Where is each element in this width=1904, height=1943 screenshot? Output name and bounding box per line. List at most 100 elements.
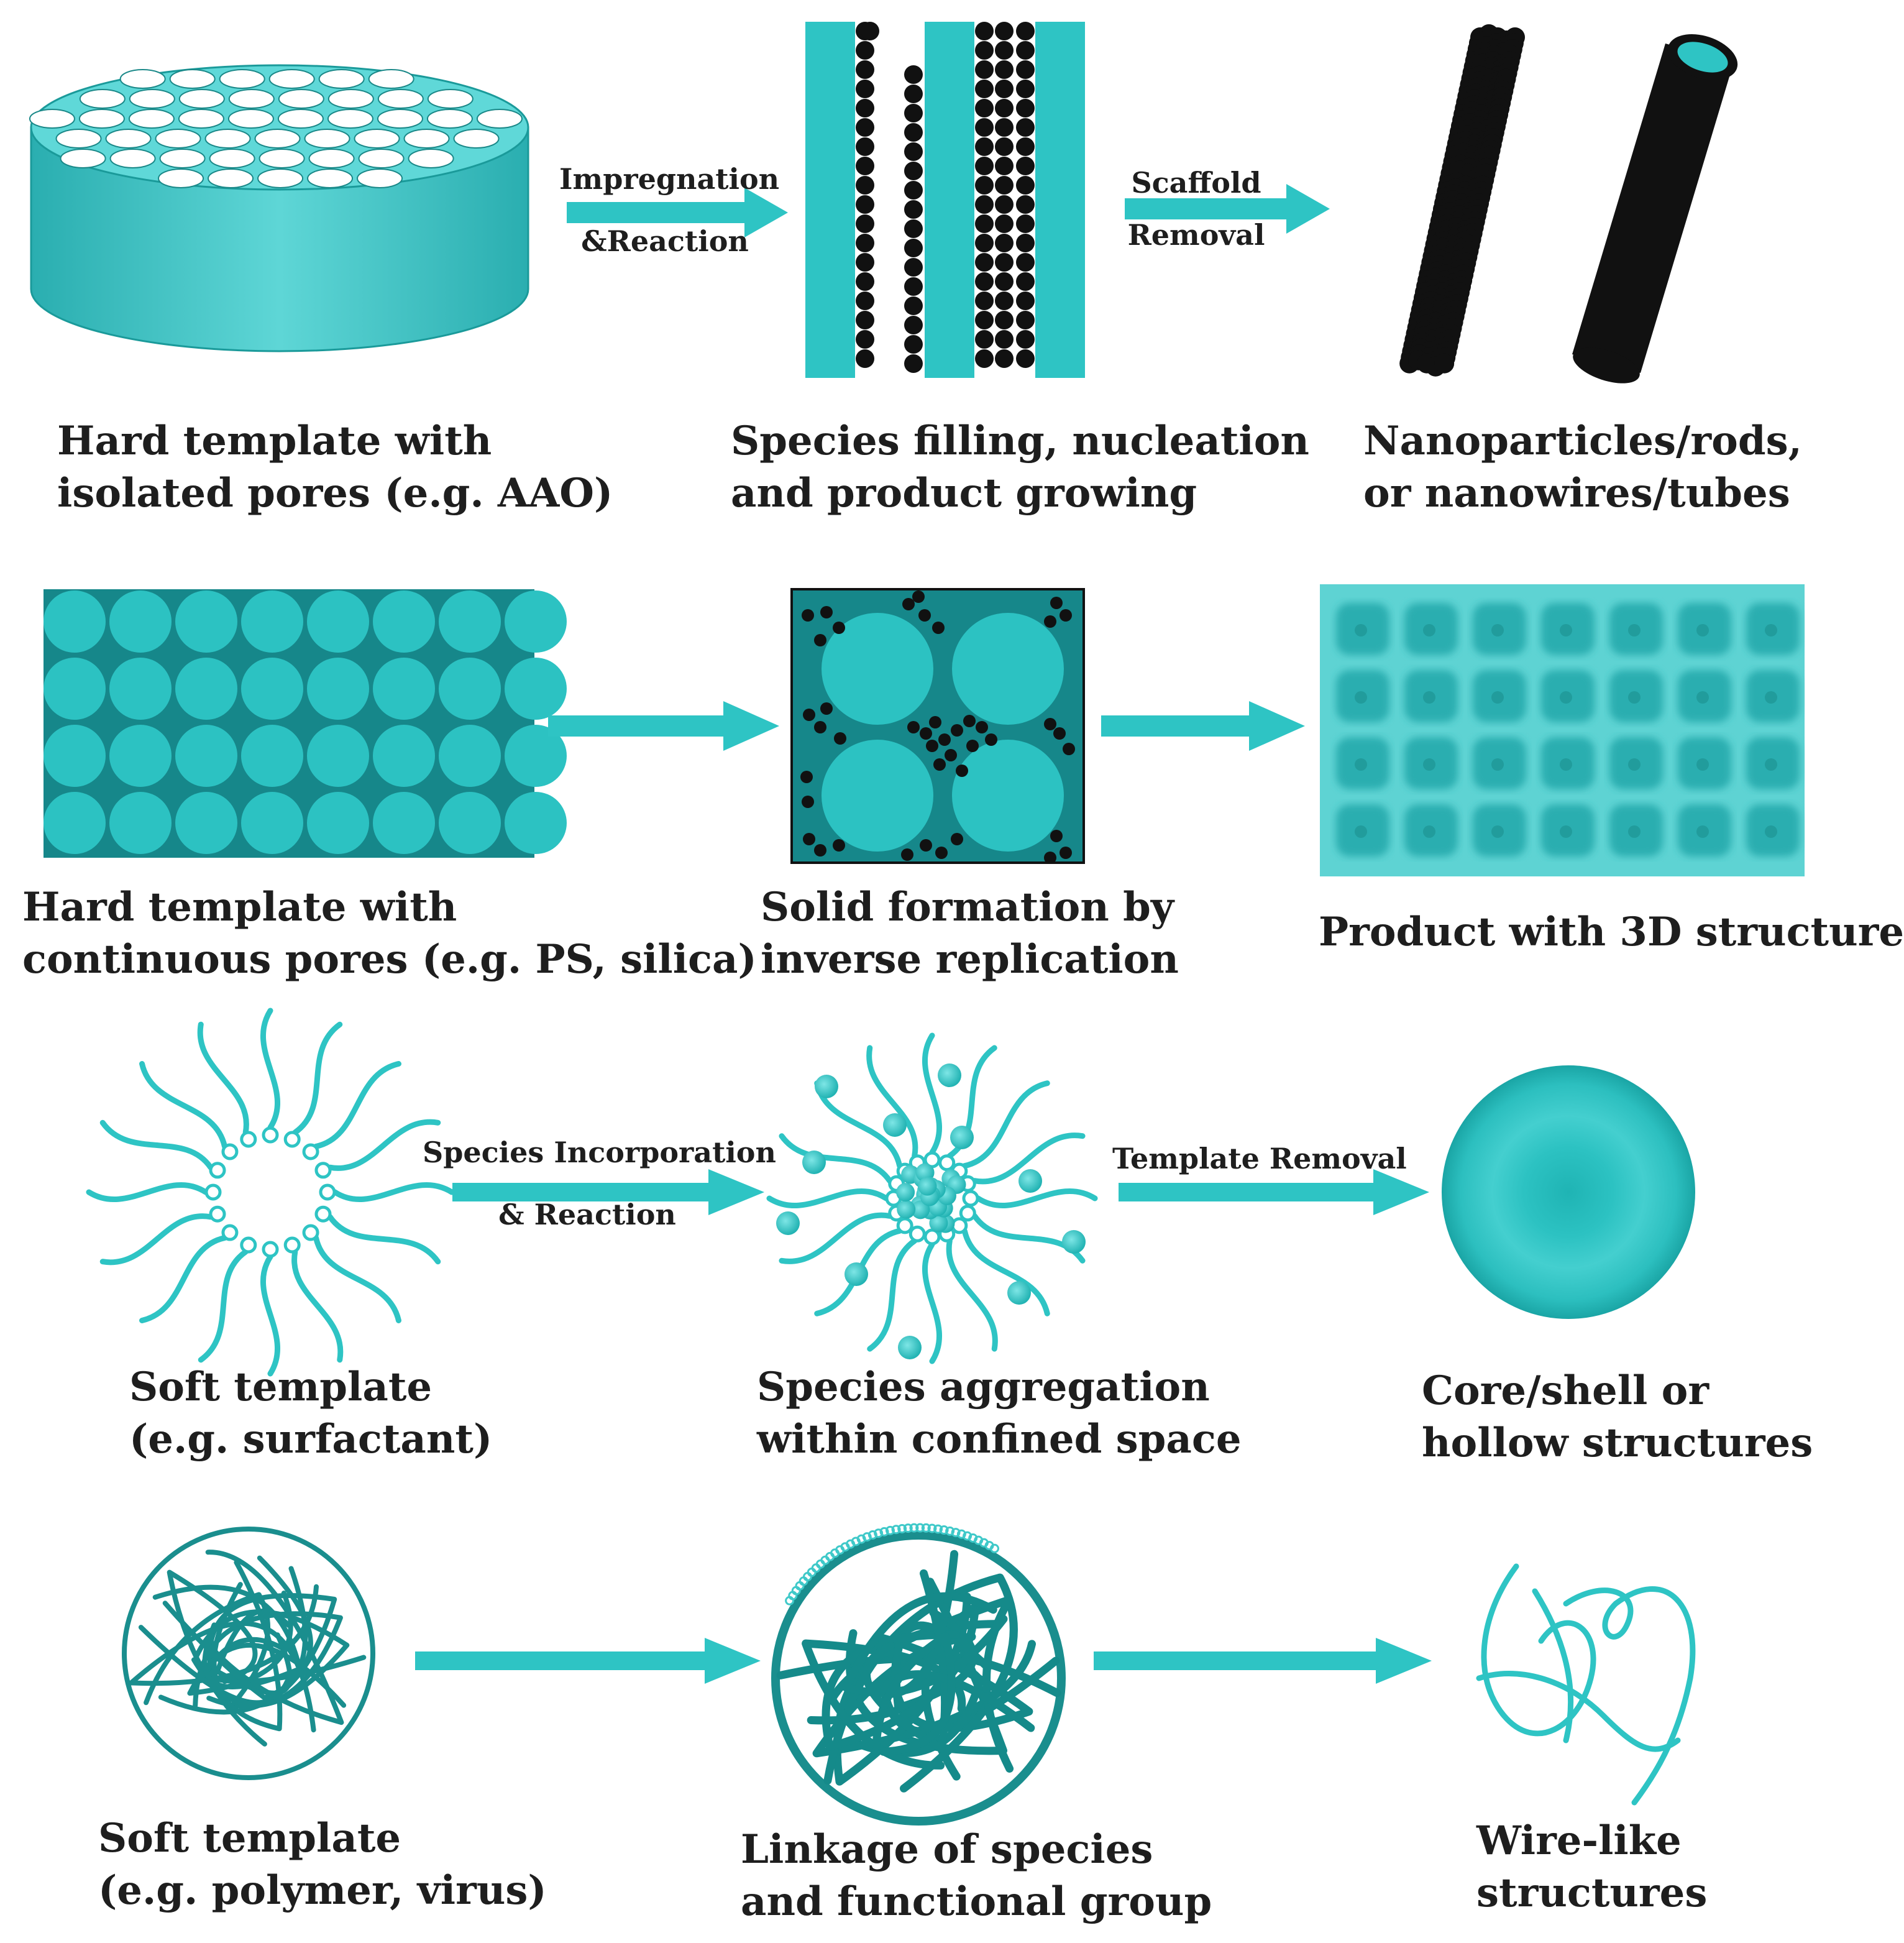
cell-shadow xyxy=(1765,758,1777,771)
wire-strand xyxy=(1481,1563,1596,1737)
pore xyxy=(358,149,405,168)
template-sphere xyxy=(439,590,501,653)
tube-opening xyxy=(1677,42,1728,73)
species-particle xyxy=(963,715,976,727)
surfactant-head xyxy=(262,1241,279,1258)
species-particle xyxy=(814,721,826,733)
process-arrows xyxy=(415,184,1432,1684)
particle xyxy=(904,142,923,161)
species-free xyxy=(938,1063,961,1087)
surfactant-tail xyxy=(766,1188,889,1208)
species-particle xyxy=(1050,597,1063,609)
caption-core-shell: Core/shell or hollow structures xyxy=(1422,1367,1813,1466)
species-free xyxy=(950,1126,974,1149)
pore xyxy=(403,129,450,149)
particle xyxy=(856,311,874,329)
particle xyxy=(856,349,874,368)
template-sphere xyxy=(109,658,172,720)
surfactant-head xyxy=(221,1224,239,1241)
surfactant-head xyxy=(221,1143,239,1160)
surfactant-head xyxy=(283,1236,301,1254)
particle xyxy=(995,80,1014,98)
particle xyxy=(856,99,874,117)
particle xyxy=(975,349,994,368)
pore xyxy=(219,69,265,89)
pore xyxy=(427,89,474,109)
channel-wall xyxy=(925,22,974,378)
template-sphere xyxy=(241,590,303,653)
particle xyxy=(904,200,923,219)
cell-shadow xyxy=(1696,624,1709,636)
functional-group xyxy=(933,1524,943,1534)
polymer-strand xyxy=(203,1550,344,1725)
particle xyxy=(856,118,874,137)
surfactant-head xyxy=(302,1143,319,1160)
arrow xyxy=(1094,1638,1432,1684)
arrow-label-scaffold-removal: Scaffold Removal xyxy=(1127,166,1265,252)
species-free xyxy=(1018,1169,1042,1193)
particle xyxy=(1016,292,1035,310)
particle xyxy=(1016,137,1035,156)
species-particle xyxy=(820,606,833,618)
species-particle xyxy=(803,833,815,845)
particle xyxy=(995,157,1014,175)
species-in-core xyxy=(911,1200,930,1220)
pore xyxy=(368,69,414,89)
pore xyxy=(453,129,500,149)
species-particle xyxy=(935,847,948,859)
cell-shadow xyxy=(1765,691,1777,704)
species-particle xyxy=(800,771,813,783)
template-sphere xyxy=(43,725,106,787)
functional-group xyxy=(956,1529,966,1539)
particle xyxy=(1016,22,1035,40)
particle xyxy=(904,85,923,103)
cell-shadow xyxy=(1423,825,1435,838)
pore xyxy=(228,89,275,109)
caption-hard-template-continuous: Hard template with continuous pores (e.g… xyxy=(22,884,757,983)
cell-shadow xyxy=(1765,825,1777,838)
arrow xyxy=(415,1638,761,1684)
species-particle xyxy=(932,622,945,634)
arrow xyxy=(1119,1169,1429,1215)
particle xyxy=(995,41,1014,60)
pore xyxy=(109,149,156,168)
arrow xyxy=(1101,701,1305,751)
particle xyxy=(975,22,994,40)
pore xyxy=(155,129,201,149)
pore xyxy=(254,129,301,149)
species-free xyxy=(883,1113,907,1137)
particle xyxy=(995,330,1014,349)
cell-shadow xyxy=(1491,691,1504,704)
species-particle xyxy=(902,598,915,610)
species-particle xyxy=(1050,830,1063,842)
particle xyxy=(975,253,994,272)
particle xyxy=(856,157,874,175)
pore xyxy=(78,109,125,129)
species-in-core xyxy=(915,1163,935,1182)
particle xyxy=(995,234,1014,252)
template-sphere xyxy=(439,792,501,854)
particle xyxy=(975,330,994,349)
surfactant-head xyxy=(204,1183,222,1201)
surfactant-tail xyxy=(197,1021,249,1136)
cell-shadow xyxy=(1423,624,1435,636)
pore xyxy=(208,168,254,188)
surfactant-head xyxy=(262,1126,279,1144)
linked-polymer-coil xyxy=(771,1523,1066,1826)
functional-group xyxy=(867,1530,877,1540)
cell-shadow xyxy=(1355,758,1367,771)
pore xyxy=(408,149,454,168)
species-particle xyxy=(1053,727,1066,740)
particle xyxy=(904,65,923,84)
template-sphere xyxy=(175,725,237,787)
template-sphere xyxy=(307,658,369,720)
surfactant-head xyxy=(959,1205,976,1222)
species-particle xyxy=(976,721,988,733)
pore xyxy=(318,69,365,89)
pore xyxy=(327,109,373,129)
surfactant-tail xyxy=(260,1254,280,1377)
cell-shadow xyxy=(1696,758,1709,771)
pore xyxy=(327,89,374,109)
arrow-label-template-removal: Template Removal xyxy=(1112,1142,1407,1175)
pore xyxy=(377,109,423,129)
